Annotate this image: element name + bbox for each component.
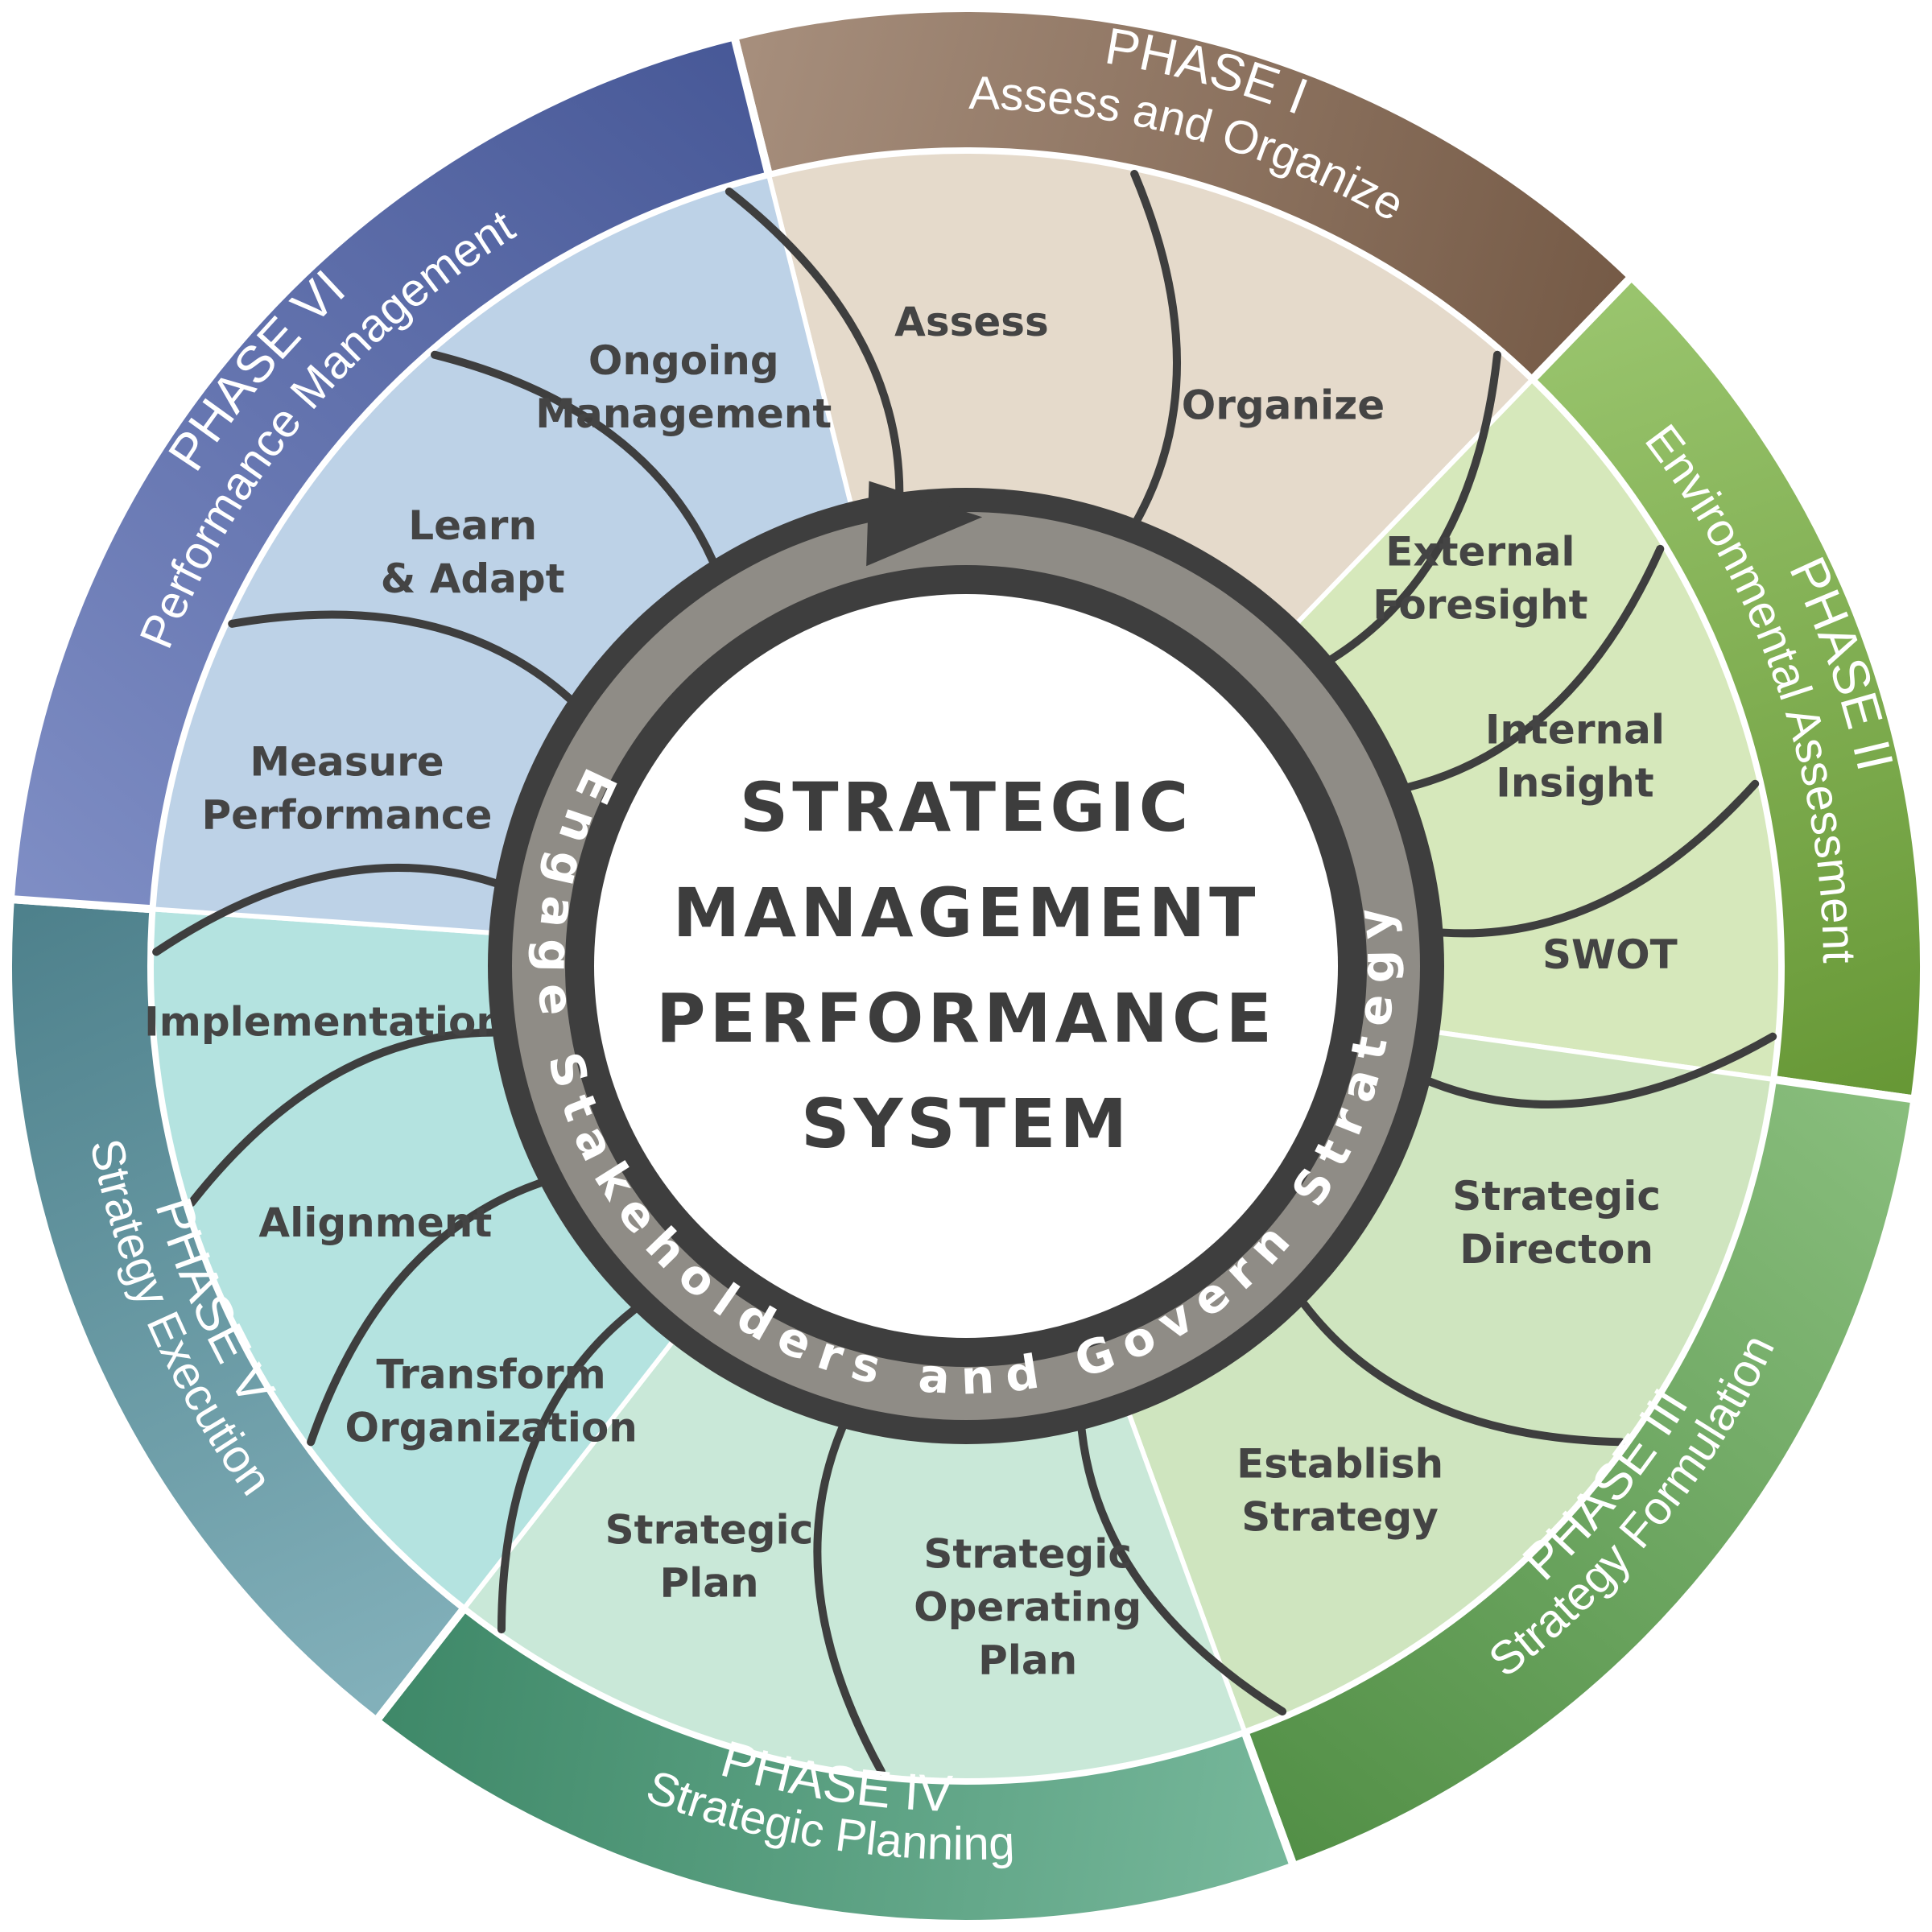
- step-label: Assess: [894, 299, 1049, 345]
- segment-divider: [1300, 1300, 1625, 1447]
- segment-divider: [1077, 1426, 1287, 1716]
- step-label: Establish: [1236, 1440, 1443, 1487]
- segment-divider: [1439, 779, 1760, 938]
- step-label: Learn: [408, 502, 537, 549]
- phase-5-step-2: Alignment: [258, 1199, 492, 1246]
- ring-arrowhead: [866, 481, 983, 567]
- step-label: Organization: [345, 1404, 638, 1451]
- phase-1-step-2: Organize: [1182, 382, 1385, 429]
- center-line-3: PERFORMANCE: [656, 979, 1276, 1058]
- phase-6-step-2: Learn & Adapt: [381, 502, 565, 602]
- step-label: Strategic: [1452, 1173, 1661, 1220]
- step-label: Management: [535, 390, 832, 437]
- center-line-1: STRATEGIC: [740, 768, 1193, 847]
- segment-divider: [187, 1028, 497, 1208]
- phase-5-step-3: Implementation: [144, 999, 505, 1046]
- step-label: Foresight: [1373, 582, 1587, 629]
- step-label: Internal: [1485, 707, 1665, 753]
- step-label: Measure: [250, 738, 444, 785]
- phase-2-step-3: SWOT: [1542, 931, 1678, 978]
- step-label: Operating: [914, 1583, 1141, 1630]
- segment-divider: [1130, 169, 1181, 524]
- step-label: Strategic: [923, 1530, 1132, 1577]
- step-label: Performance: [202, 791, 493, 838]
- ring-arrow: [866, 481, 983, 567]
- step-label: Transform: [377, 1351, 606, 1397]
- segment-divider: [228, 610, 574, 703]
- step-label: & Adapt: [381, 555, 565, 602]
- step-label: Alignment: [258, 1199, 492, 1246]
- segment-divider: [813, 1423, 886, 1776]
- step-label: Implementation: [144, 999, 505, 1046]
- phase-1-step-1: Assess: [894, 299, 1049, 345]
- segment-divider: [1328, 350, 1501, 663]
- segment-divider: [724, 187, 904, 497]
- step-label: Strategy: [1241, 1493, 1439, 1540]
- step-label: External: [1385, 529, 1575, 576]
- step-label: Directon: [1459, 1226, 1653, 1273]
- segment-divider: [1426, 1032, 1777, 1108]
- segment-divider: [152, 864, 500, 956]
- step-label: SWOT: [1542, 931, 1678, 978]
- step-label: Strategic: [605, 1507, 814, 1554]
- segment-divider: [307, 1179, 544, 1447]
- segment-divider: [431, 350, 717, 565]
- center-title: STRATEGIC MANAGEMENT PERFORMANCE SYSTEM: [656, 768, 1276, 1163]
- center-line-4: SYSTEM: [801, 1084, 1131, 1163]
- step-label: Ongoing: [588, 337, 779, 384]
- center-disc: [594, 594, 1338, 1338]
- step-label: Plan: [659, 1560, 758, 1607]
- segment-dividers: [152, 169, 1777, 1776]
- step-labels: AssessOrganizeExternalForesightInternalI…: [144, 299, 1678, 1683]
- center-line-2: MANAGEMENT: [673, 873, 1260, 952]
- step-label: Insight: [1496, 760, 1653, 807]
- step-label: Organize: [1182, 382, 1385, 429]
- step-label: Plan: [978, 1637, 1077, 1683]
- segment-divider: [1405, 544, 1665, 791]
- segment-divider: [497, 1306, 638, 1634]
